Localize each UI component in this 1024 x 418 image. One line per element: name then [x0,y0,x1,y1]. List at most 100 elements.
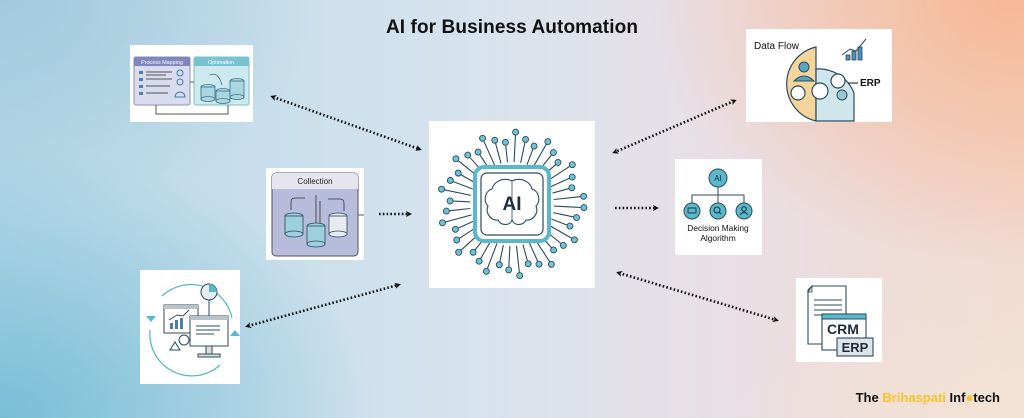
circuit-pin [439,219,446,227]
decision-making-card: AI Decision Making Algorithm [675,159,762,255]
circuit-pin [568,161,576,169]
circuit-pin [455,248,463,256]
circuit-trace [494,140,502,164]
circuit-trace [551,218,571,227]
circuit-pin [495,261,503,269]
crm-erp-documents-icon: CRM ERP [807,284,874,357]
erp-label: ERP [860,78,881,89]
collection-label: Collection [297,177,332,186]
arrow-process-ai [270,95,422,151]
analytics-monitor-card [140,270,240,384]
data-flow-erp-icon: Data Flow ERP [754,38,881,122]
circuit-pin [580,192,588,200]
circuit-pin [464,151,472,159]
circuit-trace [478,240,492,262]
circuit-pin [522,135,530,143]
brand-highlight: Brihaspati [882,390,946,405]
optimation-label: Optimation [208,60,234,66]
circuit-trace [552,212,577,219]
brand-suffix-a: Inf [949,390,966,405]
process-optimization-card: Process Mapping Optimation [130,45,253,122]
circuit-pin [452,155,460,163]
circuit-trace [546,164,573,182]
circuit-pin [530,142,538,150]
arrow-dataflow-ai [612,99,737,154]
circuit-pin [568,173,576,181]
circuit-trace [513,132,517,163]
circuit-trace [534,238,552,265]
circuit-pin [451,225,459,233]
circuit-pin [568,184,576,192]
process-optimization-icon: Process Mapping Optimation [133,56,250,115]
decision-ai-label: AI [714,174,722,183]
circuit-pin [570,236,578,244]
circuit-pin [535,260,543,268]
circuit-trace [515,245,521,276]
database-collection-icon: Collection [271,172,364,257]
circuit-trace [550,176,573,188]
circuit-trace [528,242,540,265]
circuit-pin [501,138,509,146]
ai-core-label: AI [503,194,522,215]
circuit-trace [520,139,527,164]
collection-card: Collection [266,168,364,260]
arrow-monitor-ai [245,282,401,329]
crm-erp-label: ERP [842,340,869,355]
circuit-pin [491,136,499,144]
circuit-pin [438,185,445,193]
circuit-pin [442,207,450,215]
circuit-pin [566,222,574,230]
circuit-pin [516,272,524,280]
circuit-trace [455,220,474,230]
circuit-trace [482,138,496,166]
diagram-title: AI for Business Automation [385,17,639,38]
circuit-trace [485,243,498,272]
circuit-trace [553,195,584,201]
circuit-trace [548,224,575,241]
circuit-trace [526,145,535,165]
circuit-pin [475,257,483,265]
decision-tree-icon: AI Decision Making Algorithm [683,168,753,243]
circuit-pin [479,134,487,142]
brand-suffix-b: tech [973,390,1000,405]
circuit-pin [454,169,462,177]
circuit-pin [474,148,482,156]
brand-logo: The Brihaspati Inf●tech [856,390,1000,405]
analytics-monitor-cycle-icon [146,283,240,377]
circuit-pin [469,248,477,256]
arrow-crm-ai [616,270,779,323]
circuit-pin [512,128,520,136]
data-flow-erp-card: Data Flow ERP [746,29,892,122]
circuit-pin [559,241,567,249]
ai-brain-chip-icon: AI [438,128,588,280]
circuit-trace [522,244,529,264]
circuit-pin [446,177,454,184]
decision-caption-line2: Algorithm [700,233,735,243]
circuit-trace [442,214,472,224]
circuit-trace [498,244,504,265]
circuit-pin [580,204,588,212]
crm-label: CRM [827,321,859,337]
circuit-trace [508,245,511,270]
circuit-pin [547,260,555,268]
crm-erp-card: CRM ERP [796,278,882,362]
circuit-pin [524,260,532,268]
decision-caption-line1: Decision Making [687,223,749,233]
circuit-pin [554,158,562,166]
circuit-pin [446,197,454,205]
circuit-pin [550,246,558,254]
circuit-pin [505,266,513,274]
brand-globe-icon: ● [965,390,974,405]
brand-prefix: The [855,390,879,405]
data-flow-label: Data Flow [754,41,800,52]
circuit-trace [552,187,572,194]
process-mapping-label: Process Mapping [141,60,183,66]
circuit-trace [446,207,471,212]
circuit-trace [441,188,472,196]
circuit-trace [450,200,471,203]
circuit-trace [532,141,549,168]
circuit-pin [453,236,461,244]
circuit-trace [450,179,473,190]
ai-core-card: AI [429,121,595,288]
